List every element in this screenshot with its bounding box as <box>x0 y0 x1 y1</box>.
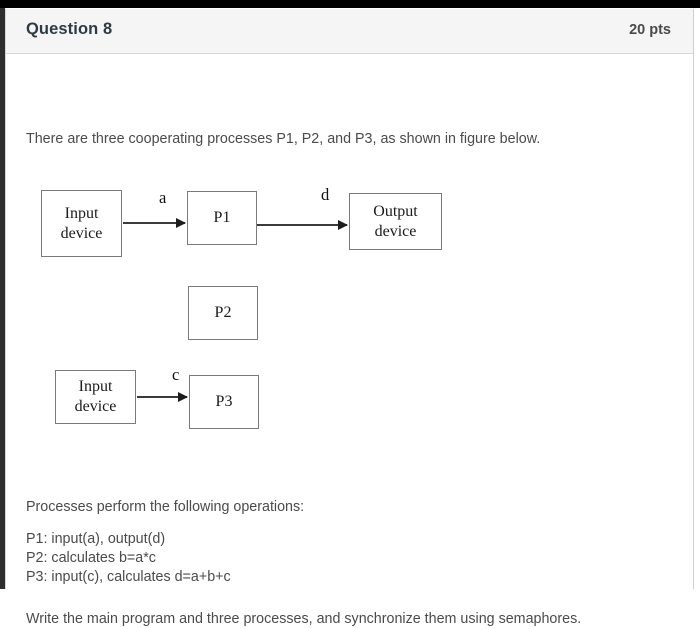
input-device-2-line2: device <box>74 398 117 415</box>
question-title: Question 8 <box>26 20 113 38</box>
input-device-2-line1: Input <box>78 378 113 395</box>
top-chrome-bar <box>0 0 700 8</box>
input-device-1-line2: device <box>60 224 103 242</box>
diagram-edge-label-a: a <box>159 188 167 207</box>
operation-line-p2: P2: calculates b=a*c <box>26 550 156 566</box>
output-device-line2: device <box>374 222 417 240</box>
diagram-node-p2: P2 <box>188 286 258 340</box>
diagram-edge-label-c: c <box>172 365 180 384</box>
diagram-node-output-device: Output device <box>349 193 442 250</box>
operation-line-p3: P3: input(c), calculates d=a+b+c <box>26 569 231 585</box>
diagram-node-p1: P1 <box>187 191 257 245</box>
left-gutter <box>0 8 5 589</box>
operation-line-p1: P1: input(a), output(d) <box>26 531 166 547</box>
intro-paragraph: There are three cooperating processes P1… <box>26 131 541 147</box>
question-header: Question 8 20 pts <box>6 9 693 54</box>
diagram-arrow-input2-to-p3 <box>137 392 188 402</box>
question-points-badge: 20 pts <box>629 22 671 38</box>
output-device-line1: Output <box>373 202 418 220</box>
operations-heading: Processes perform the following operatio… <box>26 499 305 515</box>
diagram-edge-label-d: d <box>321 185 330 204</box>
diagram-arrow-input1-to-p1 <box>123 218 186 228</box>
question-body: There are three cooperating processes P1… <box>6 54 695 627</box>
input-device-1-line1: Input <box>64 204 99 222</box>
diagram-node-input-device-2: Input device <box>55 370 136 424</box>
diagram-node-p3: P3 <box>189 375 259 429</box>
diagram-arrow-p1-to-output <box>257 220 348 230</box>
process-diagram: Input device a P1 d Output device P2 <box>6 54 695 588</box>
question-card: Question 8 20 pts There are three cooper… <box>5 9 695 627</box>
closing-instruction: Write the main program and three process… <box>26 611 582 627</box>
diagram-node-input-device-1: Input device <box>41 190 122 257</box>
